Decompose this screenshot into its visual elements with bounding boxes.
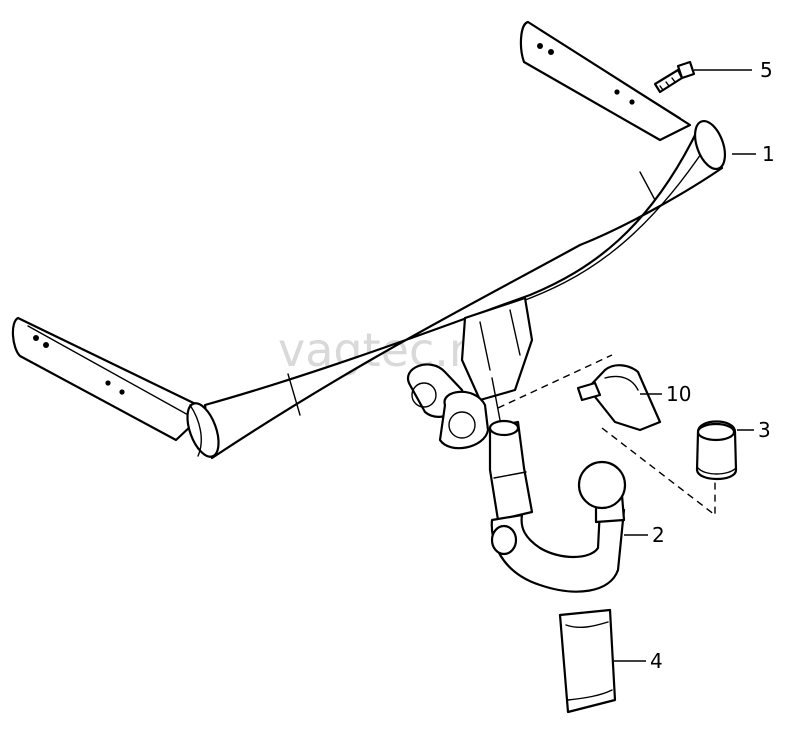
callout-1: 1 bbox=[762, 142, 775, 166]
grease-pouch bbox=[558, 608, 617, 714]
center-mount-assembly bbox=[406, 296, 534, 450]
ball-head-tow-hook bbox=[488, 419, 627, 593]
callout-5: 5 bbox=[760, 58, 773, 82]
callout-4: 4 bbox=[650, 649, 663, 673]
cross-member-tube bbox=[186, 119, 727, 460]
mounting-bolt bbox=[653, 60, 696, 94]
ball-cap bbox=[695, 420, 738, 481]
callout-3: 3 bbox=[758, 418, 771, 442]
callout-10: 10 bbox=[666, 382, 691, 406]
socket-cover bbox=[576, 364, 662, 432]
callout-2: 2 bbox=[652, 523, 665, 547]
right-mounting-bracket bbox=[519, 20, 692, 142]
dashed-line-cover bbox=[497, 354, 613, 409]
left-mounting-bracket bbox=[11, 316, 210, 442]
